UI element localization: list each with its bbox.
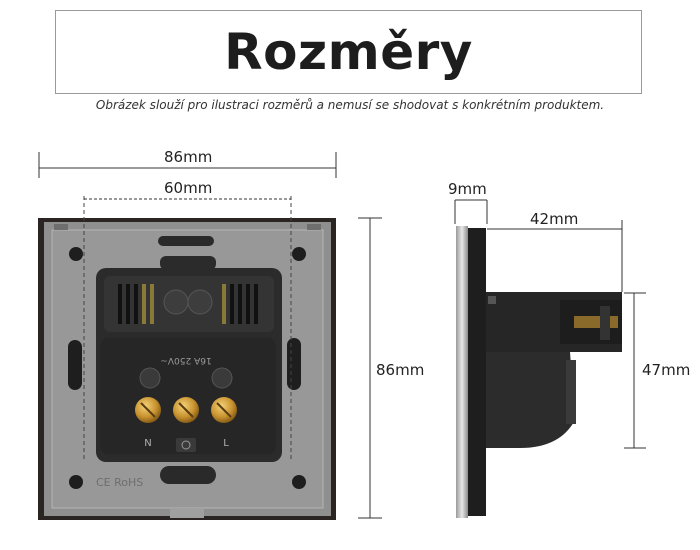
body-height-label: 47mm: [642, 361, 691, 379]
screw-hole: [292, 475, 306, 489]
front-view: 16A 250V~ N L CE RoHS: [38, 196, 336, 520]
frame-slot: [160, 466, 216, 484]
screw-hole: [69, 475, 83, 489]
page-title: Rozměry: [224, 23, 473, 81]
plate-edge: [456, 226, 468, 518]
plate-thickness-label: 9mm: [448, 180, 487, 198]
side-dimension-lines: [454, 199, 646, 449]
mechanism-width-label: 60mm: [164, 179, 213, 197]
rating-mark: 16A 250V~: [160, 355, 211, 365]
live-mark: L: [223, 438, 229, 449]
certification-mark: CE RoHS: [96, 476, 143, 489]
body-depth-label: 42mm: [530, 210, 579, 228]
front-dimension-lines: [38, 152, 382, 519]
title-box: Rozměry: [55, 10, 642, 94]
overall-width-label: 86mm: [164, 148, 213, 166]
disclaimer-text: Obrázek slouží pro ilustraci rozměrů a n…: [95, 98, 605, 112]
screw-hole: [292, 247, 306, 261]
overall-height-label: 86mm: [376, 361, 425, 379]
neutral-mark: N: [144, 438, 151, 449]
screw-hole: [69, 247, 83, 261]
side-view: [456, 226, 622, 518]
